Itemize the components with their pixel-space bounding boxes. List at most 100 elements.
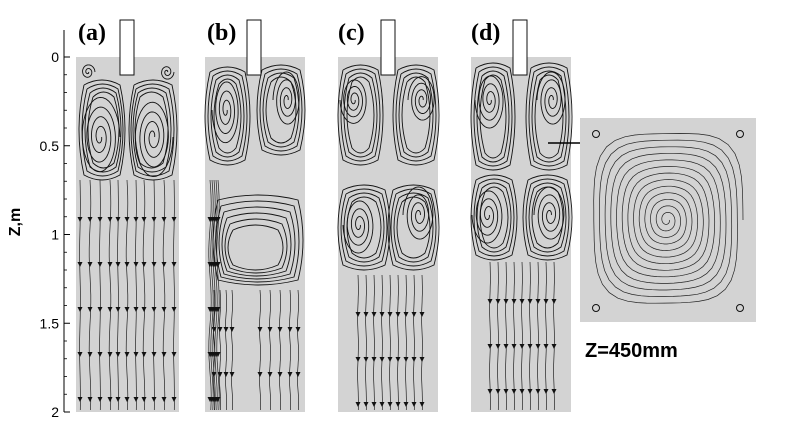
flow-arrow: [495, 299, 501, 304]
flow-arrow: [277, 372, 283, 377]
recirculation-streamline: [337, 64, 384, 166]
streamline: [505, 261, 507, 411]
flow-arrow: [395, 402, 401, 407]
panel-c-label: (c): [338, 20, 365, 46]
panel-b-inlet-pipe: [246, 19, 262, 76]
cross-section-spiral-streamline: [593, 133, 744, 304]
streamline: [529, 261, 531, 411]
recirculation-streamline: [525, 178, 570, 257]
recirculation-streamline: [346, 196, 382, 259]
recirculation-streamline: [531, 70, 567, 163]
flow-arrow: [387, 357, 393, 362]
flow-arrow: [419, 402, 425, 407]
panel-d-inlet-pipe: [512, 19, 528, 76]
recirculation-streamline: [210, 74, 245, 158]
flow-arrow: [387, 402, 393, 407]
flow-arrow: [87, 307, 93, 312]
flow-arrow: [379, 357, 385, 362]
flow-arrow: [215, 262, 221, 267]
recirculation-streamline: [204, 66, 251, 166]
flow-arrow: [171, 217, 177, 222]
flow-arrow: [133, 307, 139, 312]
flow-arrow: [133, 262, 139, 267]
flow-arrow: [371, 402, 377, 407]
panel-c-inlet-pipe: [380, 19, 396, 76]
flow-arrow: [115, 307, 121, 312]
recirculation-streamline: [473, 66, 513, 167]
cross-section: Z=450mm: [580, 118, 756, 362]
recirculation-streamline: [534, 74, 564, 159]
flow-arrow: [527, 299, 533, 304]
flow-arrow: [403, 357, 409, 362]
flow-arrow: [161, 262, 167, 267]
recirculation-streamline: [476, 70, 510, 163]
flow-arrow: [535, 299, 541, 304]
flow-arrow: [215, 352, 221, 357]
flow-arrow: [355, 312, 361, 317]
flow-arrow: [161, 397, 167, 402]
recirculation-streamline: [396, 196, 431, 259]
recirculation-streamline: [343, 72, 378, 158]
flow-arrow: [535, 389, 541, 394]
flow-arrow: [87, 217, 93, 222]
flow-arrow: [171, 262, 177, 267]
streamline: [389, 274, 391, 411]
flow-arrow: [141, 352, 147, 357]
flow-arrow: [551, 344, 557, 349]
flow-arrow: [295, 372, 301, 377]
recirculation-streamline: [479, 74, 507, 159]
flow-arrow: [371, 312, 377, 317]
recirculation-streamline: [224, 218, 288, 274]
flow-arrow: [257, 327, 263, 332]
recirculation-streamline: [340, 188, 388, 267]
flow-arrow: [141, 262, 147, 267]
streamline: [279, 289, 281, 411]
corner-vortex: [592, 130, 600, 138]
flow-arrow: [229, 372, 235, 377]
flow-arrow: [223, 327, 229, 332]
corner-vortex: [592, 304, 600, 312]
flow-arrow: [371, 357, 377, 362]
flow-arrow: [77, 352, 83, 357]
recirculation-streamline: [337, 184, 391, 271]
flow-arrow: [503, 344, 509, 349]
flow-arrow: [107, 262, 113, 267]
recirculation-streamline: [470, 62, 516, 171]
flow-arrow: [97, 352, 103, 357]
flow-arrow: [363, 312, 369, 317]
streamline: [421, 274, 423, 411]
flow-arrow: [277, 327, 283, 332]
flow-arrow: [527, 389, 533, 394]
flow-arrow: [287, 372, 293, 377]
recirculation-streamline: [343, 192, 385, 263]
recirculation-streamline: [259, 68, 303, 152]
flow-arrow: [171, 352, 177, 357]
streamline: [289, 289, 291, 411]
flow-arrow: [355, 357, 361, 362]
recirculation-streamline: [84, 87, 122, 173]
flow-arrow: [107, 397, 113, 402]
recirculation-streamline: [398, 72, 434, 158]
z-axis-tick-label: 1.5: [40, 315, 60, 331]
flow-arrow: [287, 327, 293, 332]
flow-arrow: [141, 307, 147, 312]
flow-arrow: [115, 397, 121, 402]
flow-arrow: [124, 217, 130, 222]
flow-arrow: [487, 299, 493, 304]
flow-arrow: [161, 307, 167, 312]
z-axis-tick-label: 1: [51, 227, 59, 243]
streamline: [269, 289, 271, 411]
recirculation-streamline: [392, 64, 440, 166]
recirculation-streamline: [218, 206, 296, 280]
flow-arrow: [151, 397, 157, 402]
flow-arrow: [419, 312, 425, 317]
vortex-streamline: [402, 186, 434, 240]
z-axis-tick-label: 2: [51, 404, 59, 420]
flow-arrow: [141, 217, 147, 222]
flow-arrow: [161, 217, 167, 222]
flow-arrow: [403, 402, 409, 407]
flow-arrow: [77, 217, 83, 222]
streamline: [219, 289, 221, 411]
recirculation-streamline: [528, 66, 570, 167]
